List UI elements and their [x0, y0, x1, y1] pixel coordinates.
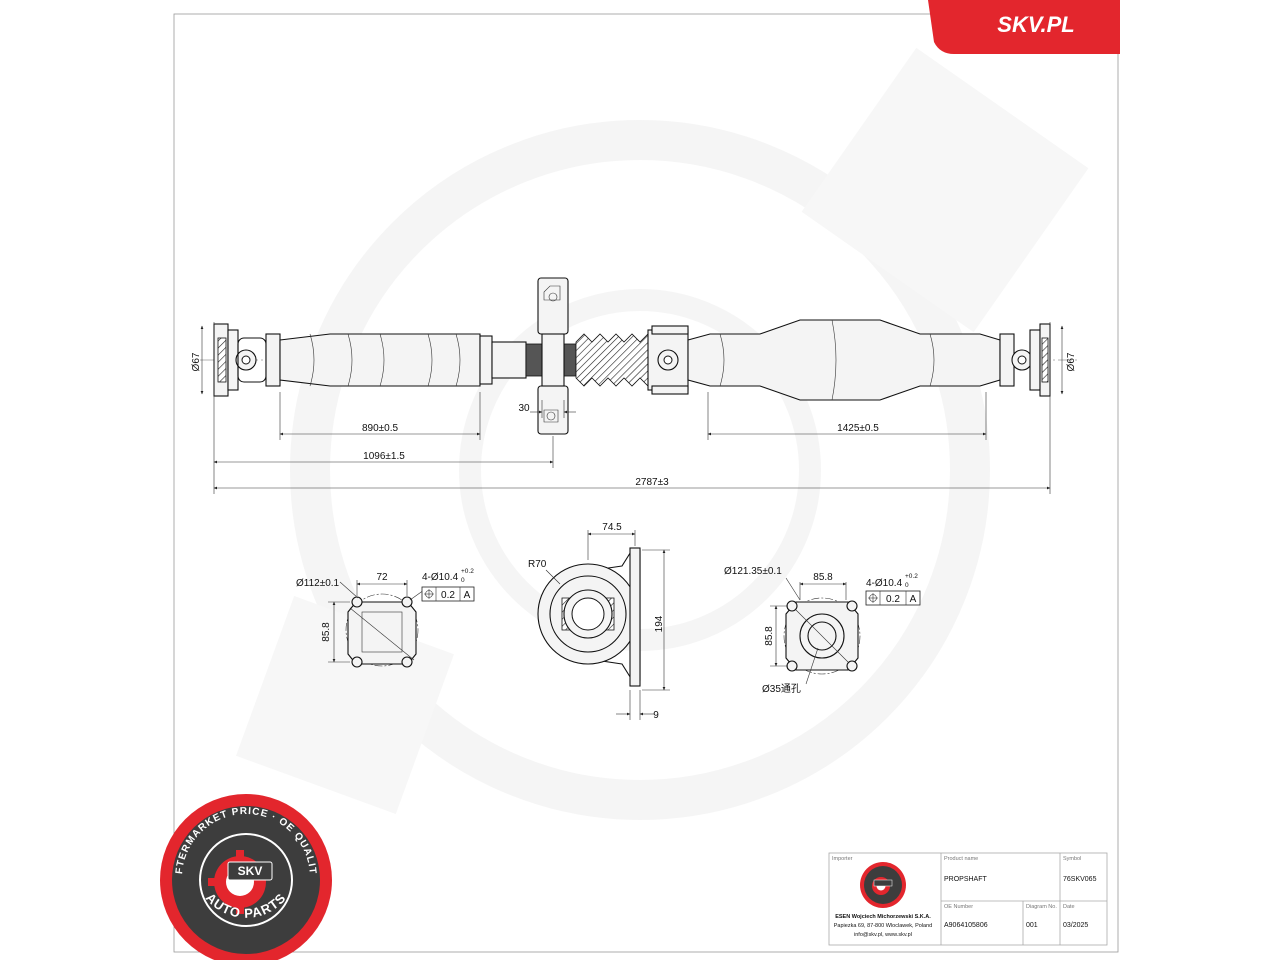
left-flange-diameter: Ø112±0.1 [296, 578, 340, 589]
diagram-no-label: Diagram No. [1026, 904, 1057, 910]
left-flange-height: 85.8 [321, 622, 332, 642]
product-name: PROPSHAFT [944, 876, 988, 883]
shaft-dimensions: Ø67 Ø67 890±0.5 30 1425±0.5 1096±1.5 278… [191, 322, 1077, 494]
symbol-label: Symbol [1063, 856, 1081, 862]
right-hole-tol-lower: 0 [905, 582, 909, 589]
right-flange-width: 85.8 [813, 572, 833, 583]
left-hole-tol-lower: 0 [461, 577, 465, 584]
left-datum: A [464, 590, 471, 601]
right-flange-detail: Ø121.35±0.1 85.8 4-Ø10.4 +0.2 0 0.2 A 85… [724, 566, 921, 695]
importer-line-1: ESEN Wojciech Michorzewski S.K.A. [835, 914, 931, 920]
center-bearing-detail: 74.5 R70 194 9 [528, 522, 670, 721]
bearing-thickness: 9 [653, 710, 659, 721]
importer-line-2: Papiezka 69, 87-800 Wloclawek, Poland [834, 923, 932, 929]
site-label: SKV.PL [997, 12, 1074, 37]
importer-line-3: info@skv.pl, www.skv.pl [854, 932, 912, 938]
seal-center-text: SKV [238, 864, 263, 878]
oe-number-label: OE Number [944, 904, 973, 910]
propshaft-side-view [200, 277, 1080, 435]
right-datum: A [910, 594, 917, 605]
left-hole-tol-upper: +0.2 [461, 568, 474, 575]
dim-right-tube: 1425±0.5 [837, 423, 879, 434]
right-tol-value: 0.2 [886, 594, 900, 605]
sheet-border [173, 13, 1119, 953]
right-flange-height: 85.8 [764, 626, 775, 646]
bearing-radius: R70 [528, 559, 547, 570]
oe-number: A9064105806 [944, 922, 988, 929]
date-label: Date [1063, 904, 1075, 910]
left-tol-value: 0.2 [441, 590, 455, 601]
importer-label: Importer [832, 856, 853, 862]
dim-overall: 2787±3 [635, 477, 669, 488]
left-flange-detail: 72 Ø112±0.1 4-Ø10.4 +0.2 0 0.2 A 85.8 [296, 568, 475, 668]
right-flange-holes: 4-Ø10.4 [866, 578, 903, 589]
right-flange-dia: Ø67 [1066, 352, 1077, 371]
diagram-no: 001 [1026, 922, 1038, 929]
right-hole-tol-upper: +0.2 [905, 573, 918, 580]
bearing-height: 194 [654, 615, 665, 632]
dim-left-tube: 890±0.5 [362, 423, 399, 434]
skv-seal: AFTERMARKET PRICE · OE QUALITY SKV AUTO … [0, 0, 332, 965]
left-flange-width: 72 [376, 572, 388, 583]
title-block: Importer ESEN Wojciech Michorzewski S.K.… [828, 852, 1108, 946]
bearing-width: 74.5 [602, 522, 622, 533]
dim-to-bearing: 1096±1.5 [363, 451, 405, 462]
product-name-label: Product name [944, 856, 978, 862]
symbol-value: 76SKV065 [1063, 876, 1097, 883]
brand-tab: SKV.PL [928, 0, 1120, 54]
left-flange-holes: 4-Ø10.4 [422, 572, 459, 583]
right-flange-bore: Ø35通孔 [762, 683, 801, 695]
importer-logo-icon [860, 862, 906, 908]
right-flange-diameter: Ø121.35±0.1 [724, 566, 782, 577]
dim-bearing-width: 30 [518, 403, 530, 414]
date-value: 03/2025 [1063, 922, 1088, 929]
left-flange-dia: Ø67 [191, 352, 202, 371]
